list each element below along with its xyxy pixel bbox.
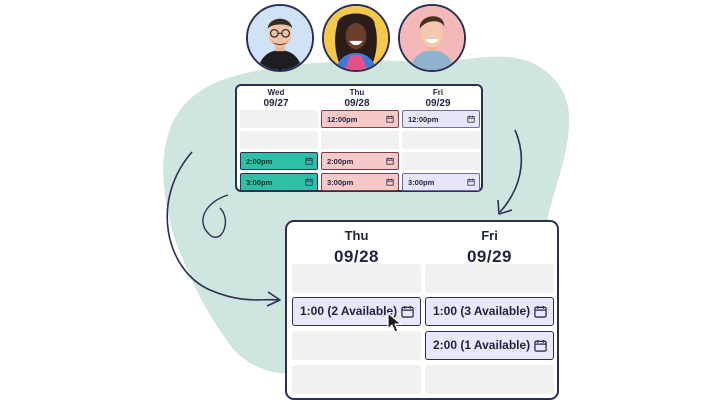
time-slot-button[interactable]: 2:00 (1 Available) — [425, 331, 554, 360]
time-slot-empty — [240, 131, 318, 149]
day-label: Fri — [432, 88, 444, 97]
time-slot-empty — [425, 264, 554, 293]
calendar-icon — [467, 115, 475, 123]
avatar-man-glasses — [246, 4, 314, 72]
calendar-icon — [401, 305, 414, 318]
slot-label: 2:00 (1 Available) — [433, 338, 531, 352]
slot-label: 1:00 (2 Available) — [300, 304, 398, 318]
calendar-icon — [534, 305, 547, 318]
time-slot-empty — [292, 264, 421, 293]
time-slot-empty — [292, 331, 421, 360]
time-slot-button[interactable]: 1:00 (3 Available) — [425, 297, 554, 326]
slot-label: 1:00 (3 Available) — [433, 304, 531, 318]
date-label: 09/28 — [333, 247, 380, 266]
time-slot[interactable]: 12:00pm — [321, 110, 399, 128]
calendar-icon — [386, 178, 394, 186]
avatar-woman-smiling — [322, 4, 390, 72]
calendar-icon — [386, 115, 394, 123]
slot-label: 2:00pm — [246, 157, 273, 166]
availability-calendar-large: Thu 09/28 1:00 (2 Available) Fri 09/29 1… — [285, 220, 559, 400]
date-label: 09/29 — [425, 98, 451, 109]
time-slot[interactable]: 3:00pm — [321, 173, 399, 191]
time-slot-empty — [321, 131, 399, 149]
time-slot[interactable]: 2:00pm — [321, 152, 399, 170]
time-slot-empty — [240, 110, 318, 128]
date-label: 09/27 — [263, 98, 289, 109]
time-slot-empty — [292, 365, 421, 394]
day-label: Fri — [481, 228, 498, 243]
time-slot[interactable]: 12:00pm — [402, 110, 480, 128]
day-label: Thu — [349, 88, 365, 97]
time-slot[interactable]: 3:00pm — [240, 173, 318, 191]
calendar-icon — [534, 339, 547, 352]
time-slot[interactable]: 3:00pm — [402, 173, 480, 191]
time-slot[interactable]: 2:00pm — [240, 152, 318, 170]
calendar-icon — [305, 178, 313, 186]
day-label: Thu — [344, 228, 369, 243]
date-label: 09/28 — [344, 98, 370, 109]
calendar-icon — [305, 157, 313, 165]
slot-label: 3:00pm — [246, 178, 273, 187]
slot-label: 3:00pm — [408, 178, 435, 187]
slot-label: 2:00pm — [327, 157, 354, 166]
date-label: 09/29 — [466, 247, 513, 266]
calendar-icon — [386, 157, 394, 165]
time-slot-empty — [402, 131, 480, 149]
time-slot-button[interactable]: 1:00 (2 Available) — [292, 297, 421, 326]
calendar-icon — [467, 178, 475, 186]
slot-label: 12:00pm — [327, 115, 358, 124]
mouse-pointer-icon — [387, 312, 402, 333]
slot-label: 12:00pm — [408, 115, 439, 124]
time-slot-empty — [402, 152, 480, 170]
slot-label: 3:00pm — [327, 178, 354, 187]
avatar-man-smiling — [398, 4, 466, 72]
time-slot-empty — [425, 365, 554, 394]
day-label: Wed — [267, 88, 285, 97]
availability-calendar-small: Wed 09/27 2:00pm 3:00pm Thu 09/28 12:00p… — [235, 84, 483, 192]
